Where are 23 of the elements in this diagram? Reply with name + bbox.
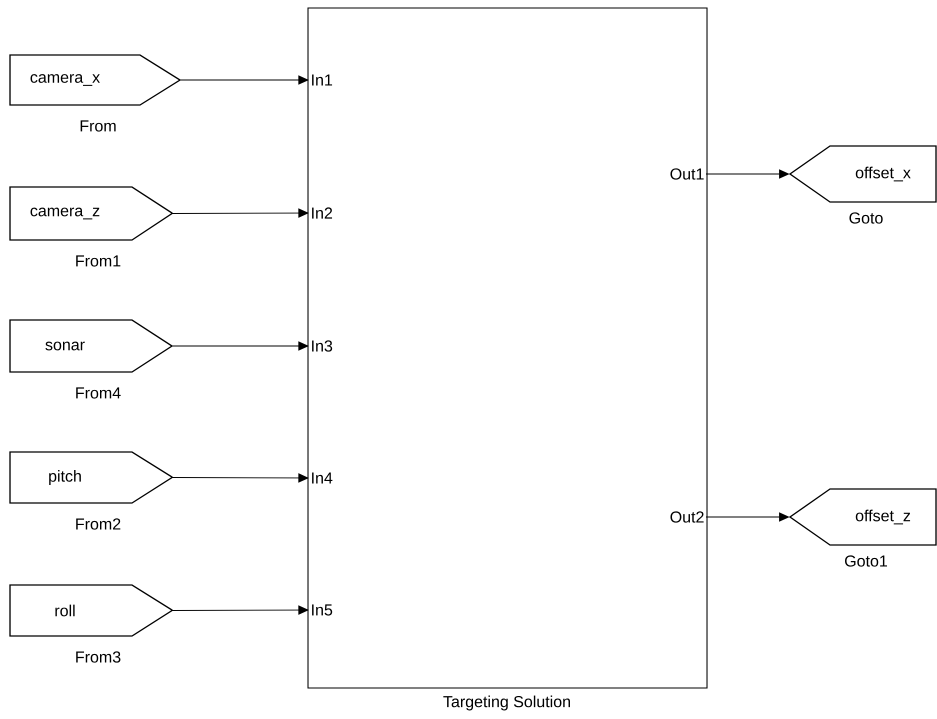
port-label: In3: [312, 340, 332, 352]
port-label: In5: [312, 604, 332, 616]
subsystem-block: [307, 7, 708, 689]
port-label: Out1: [670, 168, 704, 180]
port-label: In2: [312, 207, 332, 219]
from-block: roll: [9, 584, 173, 637]
block-label: From4: [76, 387, 121, 399]
from-block: camera_z: [9, 186, 173, 241]
block-label: From: [80, 120, 116, 132]
port-label: In4: [312, 472, 332, 484]
block-label: Goto1: [845, 555, 888, 567]
from-block: camera_x: [9, 54, 182, 106]
block-label: From1: [76, 255, 120, 267]
port-label: In1: [312, 74, 332, 86]
goto-block: offset_x: [788, 145, 937, 203]
from-block: sonar: [9, 319, 174, 373]
port-label: Out2: [670, 511, 704, 523]
goto-block: offset_z: [788, 488, 937, 546]
block-label: Targeting Solution: [443, 696, 570, 710]
block-label: From3: [76, 651, 120, 663]
from-block: pitch: [9, 451, 173, 504]
block-label: Goto: [849, 212, 883, 224]
block-label: From2: [76, 518, 120, 530]
